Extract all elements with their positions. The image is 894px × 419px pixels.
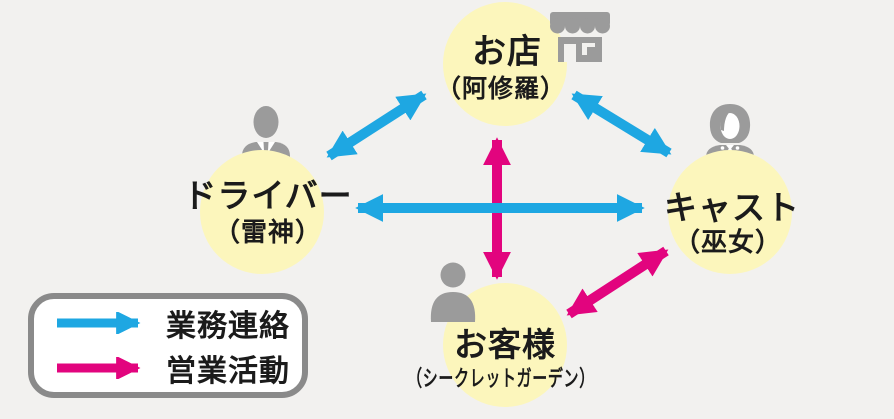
- cast-node-circle: [668, 150, 792, 274]
- edge-driver-shop: [326, 90, 427, 161]
- legend-row-business: 業務連絡: [54, 301, 302, 345]
- driver-node-title: ドライバー: [183, 177, 353, 214]
- storefront-icon: [550, 12, 610, 62]
- cast-node-title: キャスト: [664, 189, 800, 226]
- shop-node-title: お店: [472, 33, 542, 71]
- customer-node-title: お客様: [454, 326, 556, 363]
- legend-label-sales: 営業活動: [166, 355, 290, 389]
- driver-node-subtitle: （雷神）: [213, 217, 323, 247]
- edge-cast-customer: [566, 246, 669, 319]
- legend-row-sales: 営業活動: [54, 346, 302, 390]
- blue-arrow-icon: [57, 311, 141, 334]
- driver-node-circle: [200, 150, 324, 274]
- legend-label-business: 業務連絡: [166, 309, 290, 343]
- pink-arrow-icon: [57, 357, 141, 380]
- cast-node-subtitle: （巫女）: [673, 227, 783, 257]
- legend-box: 業務連絡 営業活動: [28, 293, 308, 398]
- shop-node-circle: [443, 2, 567, 126]
- customer-node-subtitle: （シークレットガーデン）: [407, 366, 595, 391]
- shop-node-subtitle: （阿修羅）: [435, 75, 567, 103]
- edge-shop-cast: [571, 90, 672, 158]
- person-icon: [430, 262, 476, 322]
